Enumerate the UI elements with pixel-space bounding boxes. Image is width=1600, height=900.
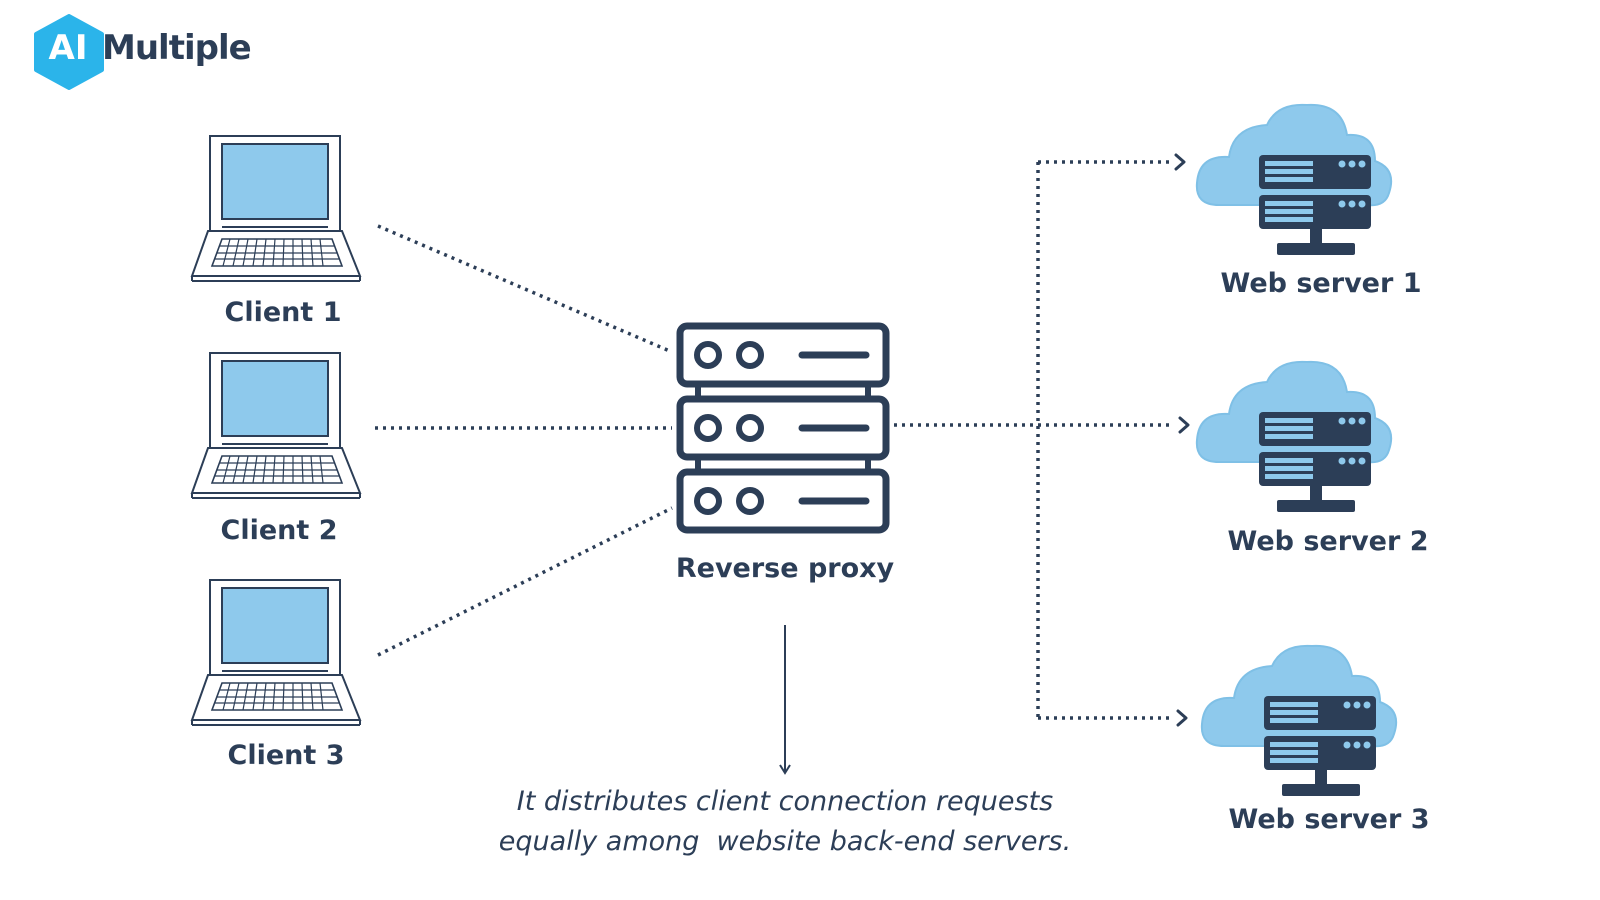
client-1-connector — [377, 224, 673, 354]
reverse-proxy-server-rack-icon — [676, 322, 890, 534]
proxy-caption-arrow-icon — [779, 625, 791, 775]
client-3-connector — [377, 506, 673, 657]
web-server-2-cloud-server-icon — [1195, 360, 1393, 513]
logo-mark-text: AI — [48, 28, 88, 68]
web-server-3-cloud-server-icon — [1200, 644, 1398, 797]
client-2-label: Client 2 — [220, 515, 338, 546]
arrow-server-2-icon — [1178, 416, 1190, 434]
reverse-proxy-label: Reverse proxy — [675, 553, 895, 584]
web-server-1-label: Web server 1 — [1220, 268, 1422, 299]
arrow-server-1-icon — [1174, 153, 1186, 171]
client-2-laptop-icon — [191, 352, 361, 499]
web-server-2-label: Web server 2 — [1227, 526, 1429, 557]
client-3-label: Client 3 — [227, 740, 345, 771]
proxy-description-caption: It distributes client connection request… — [498, 786, 1072, 857]
web-server-1-cloud-server-icon — [1195, 103, 1393, 256]
client-3-laptop-icon — [191, 579, 361, 726]
arrow-server-3-icon — [1176, 709, 1188, 727]
client-1-laptop-icon — [191, 135, 361, 282]
logo-hexagon-icon — [34, 14, 104, 90]
logo-wordmark: Multiple — [102, 28, 252, 68]
client-1-label: Client 1 — [224, 297, 342, 328]
web-server-3-label: Web server 3 — [1228, 804, 1430, 835]
